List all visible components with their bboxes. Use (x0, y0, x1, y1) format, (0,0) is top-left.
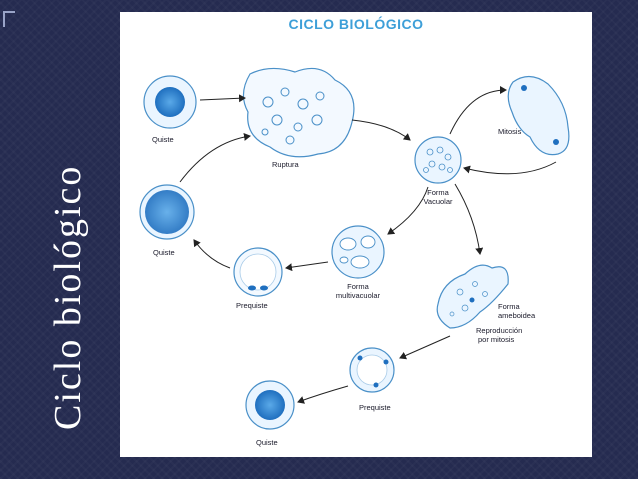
cyst-bottom (246, 381, 294, 429)
label-forma-ameboidea-2: ameboidea (498, 311, 535, 320)
diagram-heading: CICLO BIOLÓGICO (120, 16, 592, 32)
arrow-precyst-to-cyst-bottom (298, 386, 348, 402)
label-prequiste-bottom: Prequiste (359, 403, 391, 412)
label-quiste-top: Quiste (152, 135, 174, 144)
arrow-precyst-to-cyst (194, 240, 230, 268)
precyst-left (234, 248, 282, 296)
label-prequiste-left: Prequiste (236, 301, 268, 310)
label-forma-ameboidea-1: Forma (498, 302, 520, 311)
life-cycle-diagram (120, 12, 592, 457)
label-reproduccion-1: Reproducción (476, 326, 522, 335)
slide-title: Ciclo biológico (46, 165, 90, 430)
multivacuolar-form (332, 226, 384, 278)
cyst-middle (140, 185, 194, 239)
mitosis-cell (508, 76, 569, 154)
label-reproduccion-2: por mitosis (478, 335, 514, 344)
label-ruptura: Ruptura (272, 160, 299, 169)
precyst-bottom (350, 348, 394, 392)
rupture-shape (243, 68, 353, 156)
label-forma-vacuolar-1: Forma (406, 188, 470, 197)
arrow-ameboid-to-precyst (400, 336, 450, 358)
arrow-rupture-to-vacuolar (352, 120, 410, 140)
cyst-top (144, 76, 196, 128)
vacuolar-form (415, 137, 461, 183)
arrow-multivacuolar-to-precyst (286, 262, 328, 268)
arrow-cyst-to-rupture (200, 98, 245, 100)
arrow-cyst-to-rupture-2 (180, 136, 250, 182)
label-mitosis: Mitosis (498, 127, 521, 136)
label-quiste-mid: Quiste (153, 248, 175, 257)
corner-bracket (3, 11, 15, 27)
label-quiste-bottom: Quiste (256, 438, 278, 447)
diagram-panel: CICLO BIOLÓGICO Quiste Ruptura Mitosis F… (120, 12, 592, 457)
label-forma-multivacuolar-2: multivacuolar (326, 291, 390, 300)
label-forma-multivacuolar-1: Forma (326, 282, 390, 291)
label-forma-vacuolar-2: Vacuolar (406, 197, 470, 206)
arrow-mitosis-to-vacuolar (464, 162, 556, 174)
